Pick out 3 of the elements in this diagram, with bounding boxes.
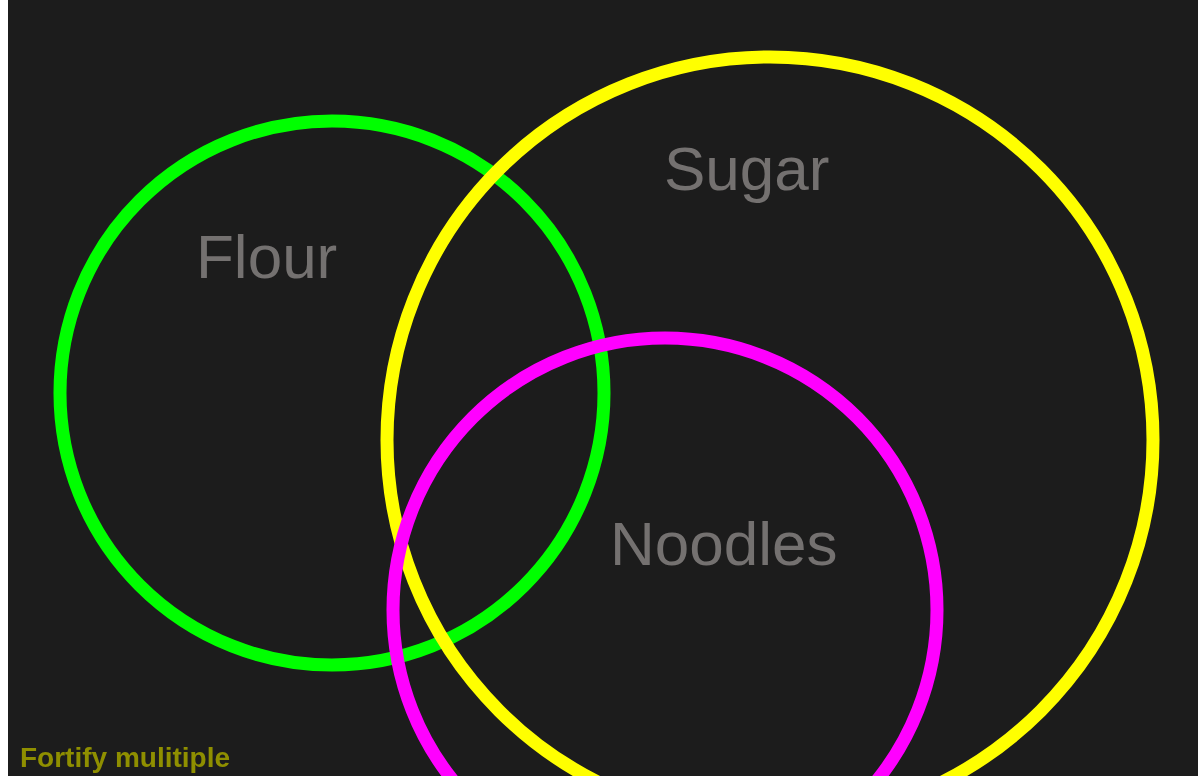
note-text: Fortify mulitiple bbox=[20, 744, 230, 772]
set-label: Flour bbox=[196, 226, 338, 288]
set-label: Noodles bbox=[610, 513, 838, 575]
